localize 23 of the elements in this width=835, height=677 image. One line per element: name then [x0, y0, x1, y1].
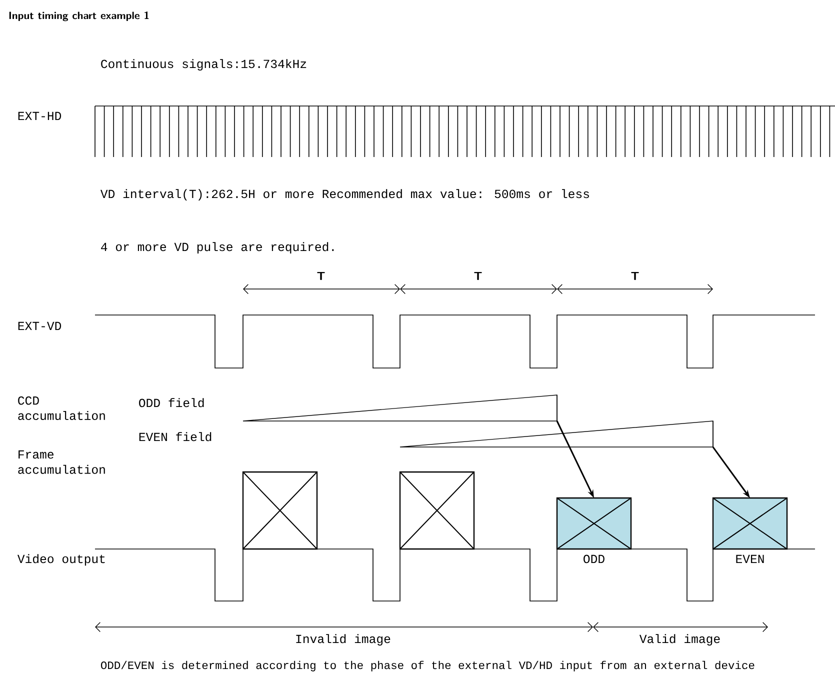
note: VD interval(T):262.5H or more Recommended max value: 500ms or less: [100, 189, 589, 201]
dimension-label: Invalid image: [296, 634, 390, 646]
dimension-label: T: [317, 272, 325, 280]
frame-box: [399, 471, 475, 550]
note: ODD/EVEN is determined according to the phase of the external VD/HD input from an external device: [100, 660, 754, 672]
signal-name: CCD accumulation: [18, 396, 105, 420]
note: 4 or more VD pulse are required.: [101, 242, 334, 254]
field-label: EVEN: [736, 554, 764, 563]
dimension-label: T: [474, 272, 482, 280]
signal-name: Frame accumulation: [18, 450, 105, 474]
title: Input timing chart example 1: [9, 11, 149, 22]
frame-box: [712, 497, 788, 550]
note: Continuous signals:15.734kHz: [101, 59, 306, 71]
field-label: ODD: [584, 554, 604, 564]
field-label: EVEN field: [139, 432, 212, 442]
signal-name: EXT-VD: [18, 322, 62, 330]
signal-name: EXT-HD: [18, 112, 62, 120]
frame-box: [242, 471, 318, 550]
dimension-label: T: [631, 272, 639, 280]
dimension-label: Valid image: [639, 634, 720, 646]
field-label: ODD field: [139, 398, 204, 408]
signal-name: Video output: [17, 554, 105, 566]
frame-box: [556, 497, 632, 550]
